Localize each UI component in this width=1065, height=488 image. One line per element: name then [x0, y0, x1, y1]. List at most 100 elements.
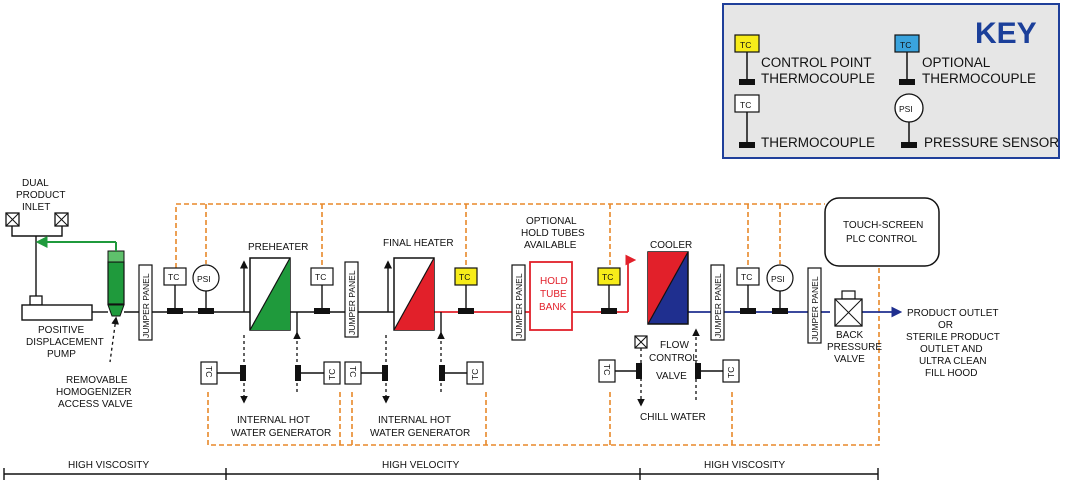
- thermocouple-3[interactable]: TC: [736, 267, 760, 314]
- chill-water-label: CHILL WATER: [640, 412, 706, 423]
- key-optional-thermocouple: TC OPTIONAL THERMOCOUPLE: [894, 34, 1036, 86]
- plc-control-panel[interactable]: TOUCH-SCREEN PLC CONTROL: [824, 197, 940, 267]
- key-control-point-thermocouple: TC CONTROL POINT THERMOCOUPLE: [734, 34, 875, 86]
- outlet-label-5: ULTRA CLEAN: [919, 356, 987, 367]
- product-outlet: PRODUCT OUTLET OR STERILE PRODUCT OUTLET…: [906, 308, 1000, 379]
- tc-label: TC: [459, 272, 470, 282]
- thermocouple-2[interactable]: TC: [310, 267, 334, 314]
- jumper-panel-label: JUMPER PANEL: [514, 273, 524, 338]
- key-thermocouple: TC THERMOCOUPLE: [734, 94, 875, 150]
- zone-label-1: HIGH VISCOSITY: [68, 460, 149, 471]
- pump-label-2: DISPLACEMENT: [26, 337, 104, 348]
- tc-label: TC: [204, 366, 214, 377]
- jumper-panel-4[interactable]: JUMPER PANEL: [710, 264, 725, 341]
- inlet-label-1: DUAL: [22, 178, 49, 189]
- psi-label: PSI: [771, 274, 785, 284]
- back-pressure-valve-icon[interactable]: [834, 298, 863, 327]
- flow-valve-label-1: FLOW: [660, 340, 689, 351]
- preheater-supply-thermocouple[interactable]: TC: [200, 361, 246, 385]
- pressure-sensor-2[interactable]: PSI: [766, 264, 794, 314]
- cooler-supply-thermocouple[interactable]: TC: [598, 359, 642, 383]
- control-tc-label-1: CONTROL POINT: [761, 55, 872, 70]
- pressure-sensor-label: PRESSURE SENSOR: [924, 135, 1059, 150]
- positive-displacement-pump: POSITIVE DISPLACEMENT PUMP: [21, 295, 108, 360]
- jumper-panel-3[interactable]: JUMPER PANEL: [511, 264, 526, 341]
- inlet-valve-right-icon[interactable]: [54, 212, 69, 227]
- control-thermocouple-2[interactable]: TC: [597, 267, 621, 314]
- tc-label: TC: [741, 272, 752, 282]
- final-heater-generator-label-2: WATER GENERATOR: [370, 428, 470, 439]
- hold-tube-bank-label-1: HOLD: [540, 276, 568, 287]
- final-heater-title: FINAL HEATER: [383, 238, 454, 249]
- final-heater-return-thermocouple[interactable]: TC: [439, 361, 484, 385]
- tc-label: TC: [726, 367, 736, 378]
- thermocouple-1[interactable]: TC: [163, 267, 187, 314]
- tc-label: TC: [602, 272, 613, 282]
- hold-tube-bank[interactable]: [529, 261, 573, 331]
- hold-tube-bank-label-3: BANK: [539, 302, 567, 313]
- line-sensors: TC PSI TC TC TC: [163, 264, 794, 314]
- hold-tube-bank-label-2: TUBE: [540, 289, 567, 300]
- optional-tc-label-1: OPTIONAL: [922, 55, 991, 70]
- key-pressure-sensor: PSI PRESSURE SENSOR: [894, 93, 1059, 150]
- tc-label: TC: [602, 364, 612, 375]
- pump-label-3: PUMP: [47, 349, 76, 360]
- psi-label: PSI: [197, 274, 211, 284]
- back-pressure-label-3: VALVE: [834, 354, 865, 365]
- key-background: [722, 3, 1060, 159]
- control-tc-label-2: THERMOCOUPLE: [761, 71, 875, 86]
- jumper-panels: JUMPER PANEL JUMPER PANEL JUMPER PANEL J…: [138, 261, 822, 344]
- back-pressure-label-2: PRESSURE: [827, 342, 882, 353]
- preheater-generator-label-1: INTERNAL HOT: [237, 415, 310, 426]
- pump-label-1: POSITIVE: [38, 325, 84, 336]
- thermocouple-tag: TC: [740, 100, 751, 110]
- dual-product-inlet: DUAL PRODUCT INLET: [5, 178, 69, 296]
- back-pressure-valve: BACK PRESSURE VALVE: [827, 290, 882, 365]
- homogenizer-label-3: ACCESS VALVE: [58, 399, 133, 410]
- flow-valve-label-3: VALVE: [656, 371, 687, 382]
- optional-tc-tag: TC: [900, 40, 911, 50]
- tc-label: TC: [168, 272, 179, 282]
- inlet-label-3: INLET: [22, 202, 50, 213]
- plc-label-2: PLC CONTROL: [846, 234, 918, 245]
- final-heater-generator-label-1: INTERNAL HOT: [378, 415, 451, 426]
- preheater-title: PREHEATER: [248, 242, 308, 253]
- zone-label-3: HIGH VISCOSITY: [704, 460, 785, 471]
- preheater-return-thermocouple[interactable]: TC: [295, 361, 341, 385]
- outlet-label-2: OR: [938, 320, 953, 331]
- jumper-panel-1[interactable]: JUMPER PANEL: [138, 264, 153, 341]
- tc-label: TC: [348, 366, 358, 377]
- final-heater-supply-thermocouple[interactable]: TC: [344, 361, 388, 385]
- hold-tubes-note-3: AVAILABLE: [524, 240, 577, 251]
- outlet-label-3: STERILE PRODUCT: [906, 332, 1000, 343]
- homogenizer-label-1: REMOVABLE: [66, 375, 128, 386]
- jumper-panel-2[interactable]: JUMPER PANEL: [344, 261, 359, 338]
- pump-body: [21, 304, 93, 321]
- plc-label-1: TOUCH-SCREEN: [843, 220, 923, 231]
- pressure-sensor-1[interactable]: PSI: [192, 264, 220, 314]
- hold-tube-section: OPTIONAL HOLD TUBES AVAILABLE HOLD TUBE …: [521, 216, 585, 331]
- zone-scale: HIGH VISCOSITY HIGH VELOCITY HIGH VISCOS…: [3, 460, 879, 480]
- control-tc-tag: TC: [740, 40, 751, 50]
- tc-label: TC: [327, 369, 337, 380]
- tc-label: TC: [470, 369, 480, 380]
- homogenizer-icon[interactable]: [107, 261, 125, 305]
- cooler-title: COOLER: [650, 240, 692, 251]
- jumper-panel-5[interactable]: JUMPER PANEL: [807, 267, 822, 344]
- pressure-sensor-tag: PSI: [899, 104, 913, 114]
- flow-control-valve-icon[interactable]: [634, 335, 648, 349]
- final-heater: FINAL HEATER TC TC INTERNAL HOT WATER GE…: [344, 238, 484, 439]
- inlet-valve-left-icon[interactable]: [5, 212, 20, 227]
- cooler-return-thermocouple[interactable]: TC: [695, 359, 740, 383]
- hold-tubes-note-1: OPTIONAL: [526, 216, 577, 227]
- outlet-label-4: OUTLET AND: [920, 344, 983, 355]
- tc-label: TC: [315, 272, 326, 282]
- outlet-label-6: FILL HOOD: [925, 368, 977, 379]
- control-thermocouple-1[interactable]: TC: [454, 267, 478, 314]
- homogenizer-valve: REMOVABLE HOMOGENIZER ACCESS VALVE: [35, 236, 133, 410]
- cooler: COOLER FLOW CONTROL VALVE TC TC CHILL WA…: [598, 240, 740, 423]
- inlet-label-2: PRODUCT: [16, 190, 65, 201]
- jumper-panel-label: JUMPER PANEL: [141, 273, 151, 338]
- jumper-panel-label: JUMPER PANEL: [713, 273, 723, 338]
